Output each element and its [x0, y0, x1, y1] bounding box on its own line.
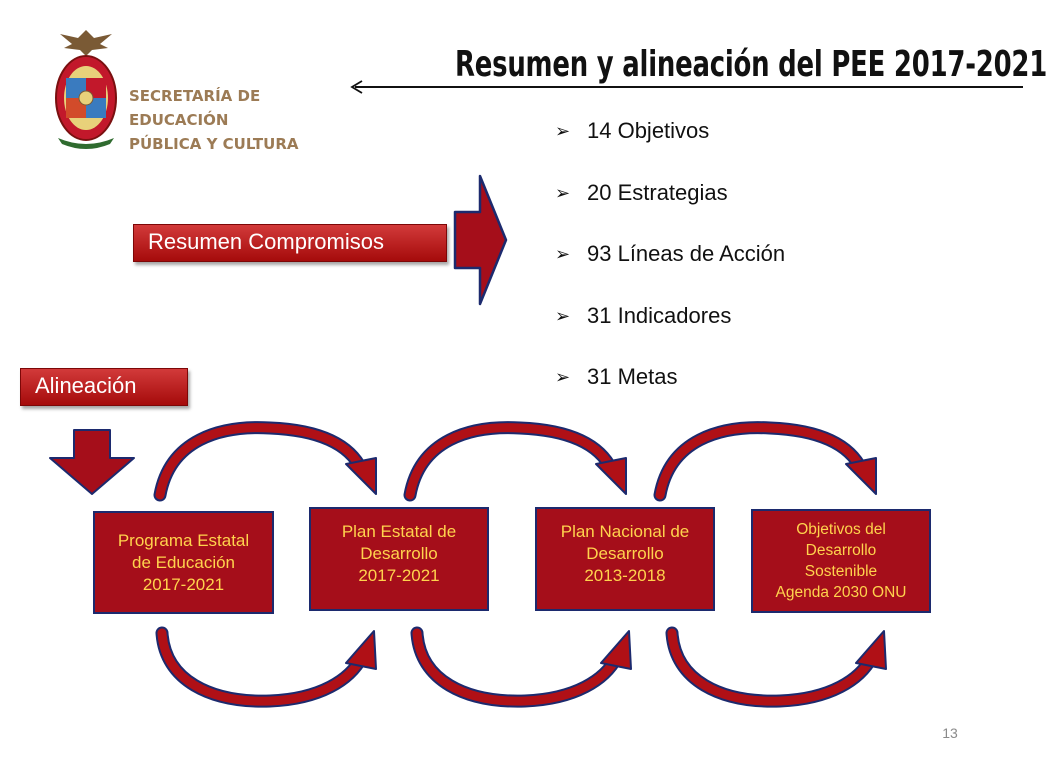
- curved-arrow-bottom-2-icon: [410, 626, 632, 708]
- plan-nacional-desarrollo-box: Plan Nacional de Desarrollo 2013-2018: [535, 507, 715, 611]
- org-line: PÚBLICA Y CULTURA: [129, 135, 299, 153]
- seal-graphic: [55, 30, 117, 149]
- box-line: Sostenible: [804, 563, 878, 580]
- box-line: Objetivos del: [796, 521, 886, 538]
- page-number: 13: [942, 725, 958, 741]
- arrow-bullet-icon: ➢: [555, 121, 571, 141]
- title-underline: [355, 86, 1023, 88]
- sinaloa-coat-of-arms-icon: [50, 26, 122, 152]
- big-right-arrow-icon: [453, 174, 508, 306]
- curved-arrow-bottom-3-icon: [665, 626, 887, 708]
- box-line: 2013-2018: [584, 566, 666, 585]
- box-line: Desarrollo: [805, 542, 877, 559]
- summary-item: ➢ 20 Estrategias: [555, 180, 875, 242]
- summary-item: ➢ 31 Indicadores: [555, 303, 875, 365]
- summary-item-text: 93 Líneas de Acción: [587, 241, 786, 266]
- arrow-bullet-icon: ➢: [555, 367, 571, 387]
- objetivos-desarrollo-sostenible-box: Objetivos del Desarrollo Sostenible Agen…: [751, 509, 931, 613]
- curved-arrow-top-2-icon: [403, 421, 627, 502]
- curved-arrow-top-3-icon: [653, 421, 877, 502]
- summary-item-text: 20 Estrategias: [587, 179, 728, 205]
- down-arrow-icon: [49, 429, 135, 495]
- resumen-compromisos-label: Resumen Compromisos: [133, 224, 447, 262]
- box-line: Programa Estatal: [117, 530, 250, 550]
- alineacion-label: Alineación: [20, 368, 188, 406]
- org-line: EDUCACIÓN: [129, 111, 229, 129]
- arrow-bullet-icon: ➢: [555, 244, 571, 264]
- box-line: 2017-2021: [142, 574, 225, 594]
- summary-list: ➢ 14 Objetivos ➢ 20 Estrategias ➢ 93 Líneas…: [555, 118, 875, 426]
- organization-name: SECRETARÍA DE EDUCACIÓN PÚBLICA Y CULTUR…: [129, 84, 329, 156]
- page-title: Resumen y alineación del PEE 2017-2021: [455, 44, 1047, 85]
- summary-item: ➢ 14 Objetivos: [555, 118, 875, 180]
- summary-item-text: 14 Objetivos: [587, 118, 710, 143]
- box-line: Desarrollo: [360, 544, 438, 563]
- arrow-bullet-icon: ➢: [555, 182, 571, 203]
- title-arrowhead-icon: [350, 80, 363, 94]
- summary-item: ➢ 31 Metas: [555, 364, 875, 426]
- programa-estatal-educacion-box: Programa Estatal de Educación 2017-2021: [93, 511, 274, 614]
- plan-estatal-desarrollo-box: Plan Estatal de Desarrollo 2017-2021: [309, 507, 489, 611]
- box-line: Plan Nacional de: [560, 522, 690, 541]
- box-line: Agenda 2030 ONU: [775, 584, 907, 601]
- summary-item-text: 31 Indicadores: [587, 302, 732, 328]
- box-line: de Educación: [131, 552, 236, 572]
- box-line: Desarrollo: [586, 544, 664, 563]
- org-line: SECRETARÍA DE: [129, 87, 261, 105]
- summary-item: ➢ 93 Líneas de Acción: [555, 241, 875, 303]
- arrow-bullet-icon: ➢: [555, 305, 571, 326]
- curved-arrow-top-1-icon: [153, 421, 377, 502]
- box-line: Plan Estatal de: [341, 522, 457, 541]
- box-line: 2017-2021: [358, 566, 440, 585]
- summary-item-text: 31 Metas: [587, 364, 678, 389]
- curved-arrow-bottom-1-icon: [155, 626, 377, 708]
